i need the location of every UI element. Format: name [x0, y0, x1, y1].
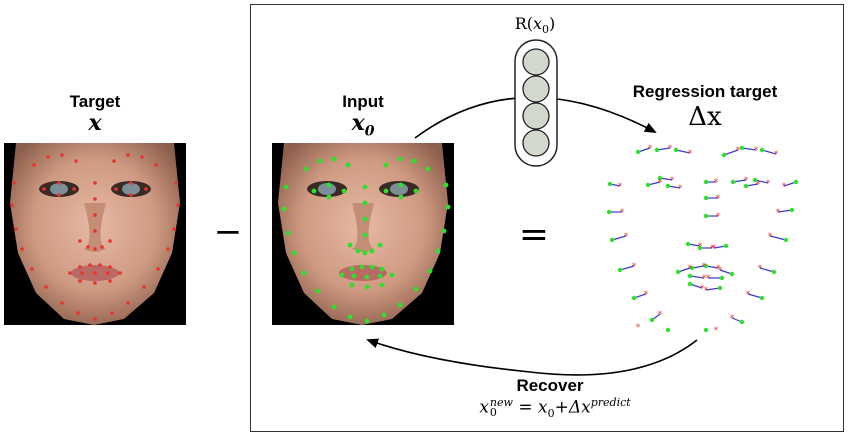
svg-text:*: * — [706, 274, 711, 284]
input-landmarks — [281, 156, 451, 324]
svg-text:*: * — [688, 149, 693, 159]
predicted-landmarks — [606, 145, 799, 333]
network-label: R(x0) — [514, 14, 556, 37]
svg-text:*: * — [746, 290, 751, 300]
svg-text:*: * — [636, 323, 641, 333]
input-face-image — [272, 143, 454, 325]
input-symbol: x0 — [351, 110, 375, 140]
svg-text:*: * — [768, 232, 773, 242]
input-label: Input — [342, 92, 384, 111]
network-node — [522, 48, 550, 76]
svg-text:*: * — [714, 326, 719, 336]
regression-target-label: Regression target — [632, 82, 778, 101]
svg-text:*: * — [644, 290, 649, 300]
svg-text:*: * — [624, 232, 629, 242]
regression-target-symbol: Δx — [688, 102, 722, 132]
svg-text:*: * — [758, 264, 763, 274]
target-face-image — [4, 143, 186, 325]
svg-text:*: * — [756, 180, 761, 190]
svg-text:*: * — [658, 310, 663, 320]
svg-text:*: * — [668, 144, 673, 154]
svg-text:*: * — [700, 284, 705, 294]
svg-text:*: * — [716, 212, 721, 222]
svg-text:*: * — [658, 178, 663, 188]
svg-text:*: * — [776, 208, 781, 218]
svg-text:*: * — [716, 194, 721, 204]
target-symbol: x — [88, 110, 102, 136]
svg-text:*: * — [702, 262, 707, 272]
network-node — [522, 75, 550, 103]
recover-arrow — [366, 338, 698, 376]
svg-text:*: * — [670, 176, 675, 186]
svg-text:*: * — [710, 244, 715, 254]
svg-text:*: * — [618, 182, 623, 192]
svg-text:*: * — [704, 286, 709, 296]
svg-text:*: * — [718, 266, 723, 276]
svg-text:*: * — [730, 314, 735, 324]
recover-label: Recover — [516, 376, 584, 395]
svg-text:*: * — [632, 262, 637, 272]
svg-text:*: * — [702, 274, 707, 284]
svg-text:*: * — [744, 176, 749, 186]
svg-text:*: * — [782, 182, 787, 192]
svg-text:*: * — [714, 178, 719, 188]
target-landmarks — [10, 153, 180, 321]
svg-text:*: * — [774, 150, 779, 160]
svg-text:*: * — [716, 264, 721, 274]
svg-text:*: * — [688, 264, 693, 274]
svg-text:*: * — [754, 146, 759, 156]
target-label: Target — [69, 92, 121, 111]
network-node — [522, 129, 550, 157]
target-points: *** *** *** *** *** *** *** *** *** *** … — [618, 144, 787, 336]
svg-text:*: * — [678, 184, 683, 194]
svg-text:*: * — [766, 179, 771, 189]
network-node — [522, 102, 550, 130]
svg-text:*: * — [736, 146, 741, 156]
svg-text:*: * — [712, 244, 717, 254]
process-frame — [250, 4, 844, 432]
minus-operator: − — [213, 212, 243, 252]
equals-operator: = — [518, 214, 550, 255]
svg-text:*: * — [698, 242, 703, 252]
svg-text:*: * — [620, 208, 625, 218]
svg-text:*: * — [648, 144, 653, 154]
